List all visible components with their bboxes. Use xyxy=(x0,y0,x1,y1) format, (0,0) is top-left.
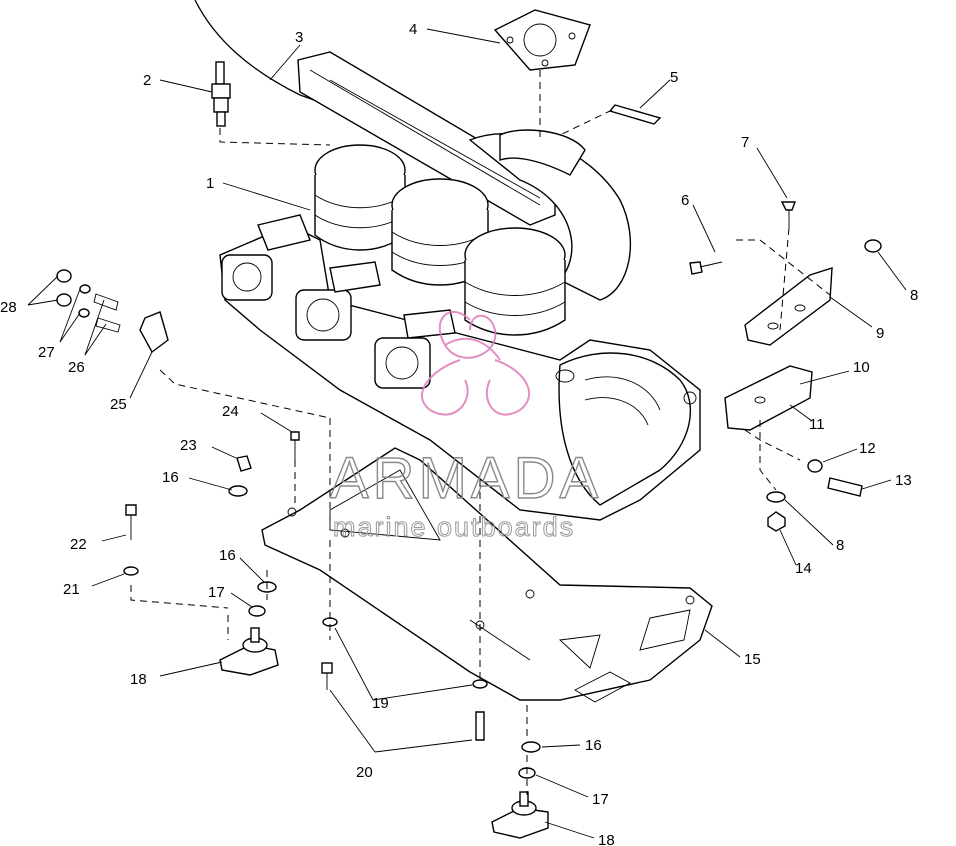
leader-lines xyxy=(27,28,907,839)
callout-3: 3 xyxy=(295,29,303,46)
left-bracket-hardware xyxy=(56,269,169,354)
callout-11: 11 xyxy=(809,416,825,433)
callout-27: 27 xyxy=(38,344,55,361)
callout-13: 13 xyxy=(895,472,912,489)
callout-20: 20 xyxy=(356,764,373,781)
callout-24: 24 xyxy=(222,403,239,420)
logo-knot-icon xyxy=(420,310,531,416)
carburetors xyxy=(221,214,456,389)
callout-19: 19 xyxy=(372,695,389,712)
callout-9: 9 xyxy=(876,325,884,342)
callout-labels: 1 2 3 4 5 6 7 8 9 10 11 12 13 8 14 15 16… xyxy=(0,21,918,846)
watermark-brand: ARMADA xyxy=(330,446,602,511)
callout-10: 10 xyxy=(853,359,870,376)
spark-plug xyxy=(211,61,231,127)
callout-1: 1 xyxy=(206,175,214,192)
cylinder-1 xyxy=(314,144,406,251)
engine-block xyxy=(194,0,701,521)
callout-4: 4 xyxy=(409,21,417,38)
callout-2: 2 xyxy=(143,72,151,89)
watermark: ARMADA marine outboards xyxy=(329,310,602,543)
gasket-strip xyxy=(608,104,662,125)
callout-12: 12 xyxy=(859,440,876,457)
callout-8-upper: 8 xyxy=(910,287,918,304)
callout-16-left: 16 xyxy=(162,469,179,486)
callout-28: 28 xyxy=(0,299,17,316)
callout-18-left: 18 xyxy=(130,671,147,688)
bracket-assembly-lower xyxy=(724,365,863,532)
assembly-lines xyxy=(130,70,831,795)
callout-21: 21 xyxy=(63,581,80,598)
mount-hardware-lower xyxy=(321,617,549,839)
callout-23: 23 xyxy=(180,437,197,454)
mount-hardware-left xyxy=(123,431,300,676)
callout-14: 14 xyxy=(795,560,812,577)
callout-25: 25 xyxy=(110,396,127,413)
callout-17-left: 17 xyxy=(208,584,225,601)
callout-15: 15 xyxy=(744,651,761,668)
exhaust-gasket xyxy=(493,9,591,71)
callout-5: 5 xyxy=(670,69,678,86)
callout-22: 22 xyxy=(70,536,87,553)
bracket-assembly-upper xyxy=(689,201,882,346)
callout-6: 6 xyxy=(681,192,689,209)
watermark-tagline: marine outboards xyxy=(333,512,575,542)
callout-16-lower: 16 xyxy=(585,737,602,754)
callout-26: 26 xyxy=(68,359,85,376)
callout-16-mid: 16 xyxy=(219,547,236,564)
callout-7: 7 xyxy=(741,134,749,151)
cylinder-3 xyxy=(464,227,566,336)
callout-18-lower: 18 xyxy=(598,832,615,846)
callout-17-lower: 17 xyxy=(592,791,609,808)
cylinder-2 xyxy=(391,178,489,286)
mounting-plate xyxy=(261,447,713,703)
callout-8-lower: 8 xyxy=(836,537,844,554)
